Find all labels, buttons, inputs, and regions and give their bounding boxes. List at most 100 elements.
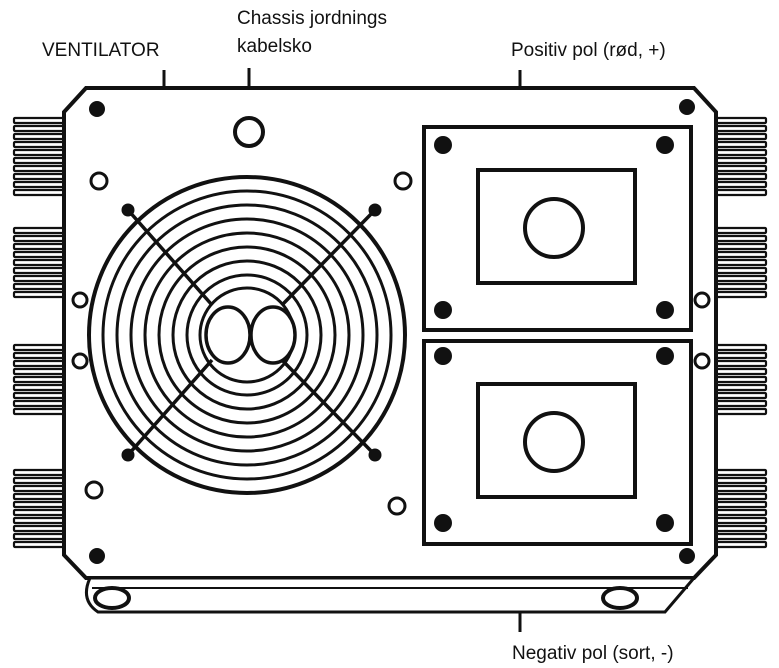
fan-guard-ring — [87, 175, 407, 495]
negative-terminal-window — [476, 382, 637, 499]
fan-guard-ring — [185, 273, 309, 397]
heatsink-fin — [12, 383, 68, 392]
positive-terminal-post — [523, 197, 585, 259]
heatsink-fin — [12, 124, 68, 133]
heatsink-fin — [712, 156, 768, 165]
heatsink-fin — [12, 188, 68, 197]
negative-terminal — [422, 339, 693, 546]
heatsink-fin — [12, 399, 68, 408]
hole-icon — [693, 352, 711, 370]
heatsink-fin — [712, 226, 768, 235]
screw-icon — [656, 514, 674, 532]
positive-terminal — [422, 125, 693, 332]
heatsink-fin — [712, 391, 768, 400]
heatsink-fin — [712, 524, 768, 533]
screw-icon — [434, 301, 452, 319]
fan-guard-ring — [101, 189, 393, 481]
heatsink-fin — [712, 164, 768, 173]
heatsink-fin — [712, 540, 768, 549]
heatsink-fin — [712, 484, 768, 493]
screw-icon — [434, 136, 452, 154]
heatsink-fin — [12, 476, 68, 485]
hole-icon — [71, 291, 89, 309]
heatsink-fin — [712, 359, 768, 368]
heatsink-fin — [712, 532, 768, 541]
hole-icon — [693, 291, 711, 309]
corner-screws — [89, 99, 695, 564]
heatsink-fin — [712, 407, 768, 416]
fan-screw-icon — [368, 448, 382, 462]
heatsink-fin — [712, 282, 768, 291]
heatsink-fin — [12, 242, 68, 251]
heatsink-fin — [12, 250, 68, 259]
heatsink-fin — [712, 132, 768, 141]
heatsink-fin — [712, 124, 768, 133]
heatsink-fin — [712, 258, 768, 267]
heatsink-fin — [12, 391, 68, 400]
screw-icon — [656, 136, 674, 154]
hole-icon — [393, 171, 413, 191]
heatsink-fin — [12, 266, 68, 275]
heatsink-fin — [12, 351, 68, 360]
heatsink-fin — [712, 383, 768, 392]
heatsink-fin — [712, 242, 768, 251]
negative-terminal-label: Negativ pol (sort, -) — [512, 643, 674, 664]
mounting-foot — [84, 576, 698, 614]
screw-icon — [89, 548, 105, 564]
heatsink-fin — [12, 180, 68, 189]
heatsink-fin — [712, 250, 768, 259]
fan-guard-spoke — [280, 358, 377, 457]
heatsink-fin — [12, 375, 68, 384]
heatsink-fin — [712, 367, 768, 376]
foot-mount-hole-left — [93, 586, 131, 610]
fan-guard-ring — [129, 217, 365, 453]
screw-icon — [679, 548, 695, 564]
heatsink-fin — [12, 508, 68, 517]
screw-icon — [434, 514, 452, 532]
fan-guard-ring — [143, 231, 351, 439]
heatsink-fin — [12, 148, 68, 157]
heatsink-fin — [712, 492, 768, 501]
heatsink-fin — [12, 359, 68, 368]
heatsink-fin — [12, 164, 68, 173]
fan-hub-right — [249, 305, 297, 365]
heatsink-fin — [12, 468, 68, 477]
fan-guard-spoke — [126, 208, 214, 307]
heatsink-fin — [712, 468, 768, 477]
fan-hub-left — [204, 305, 252, 365]
screw-icon — [89, 101, 105, 117]
heatsink-fin — [712, 180, 768, 189]
heatsink-fin — [12, 524, 68, 533]
positive-terminal-label: Positiv pol (rød, +) — [511, 40, 666, 61]
fan-screw-icon — [121, 448, 135, 462]
heatsink-fin — [12, 258, 68, 267]
heatsink-fin — [712, 274, 768, 283]
heatsink-fin — [12, 116, 68, 125]
left-heatsink-fins — [12, 116, 68, 549]
hole-icon — [71, 352, 89, 370]
hole-icon — [89, 171, 109, 191]
heatsink-fin — [12, 540, 68, 549]
heatsink-fin — [12, 516, 68, 525]
fan-label: VENTILATOR — [42, 40, 160, 61]
heatsink-fin — [12, 532, 68, 541]
hole-icon — [387, 496, 407, 516]
heatsink-fin — [712, 290, 768, 299]
hole-icon — [84, 480, 104, 500]
heatsink-fin — [12, 492, 68, 501]
heatsink-fin — [712, 343, 768, 352]
heatsink-fin — [712, 508, 768, 517]
screw-icon — [656, 347, 674, 365]
heatsink-fin — [712, 140, 768, 149]
chassis-ground-label-line1: Chassis jordnings — [237, 8, 387, 29]
heatsink-fin — [712, 188, 768, 197]
chassis-ground-label-line2: kabelsko — [237, 36, 312, 57]
heatsink-fin — [712, 500, 768, 509]
fan-guard-spoke — [126, 358, 214, 457]
heatsink-fin — [712, 234, 768, 243]
heatsink-fin — [712, 516, 768, 525]
heatsink-fin — [712, 116, 768, 125]
heatsink-fin — [12, 140, 68, 149]
heatsink-fin — [12, 500, 68, 509]
fan-screw-icon — [368, 203, 382, 217]
